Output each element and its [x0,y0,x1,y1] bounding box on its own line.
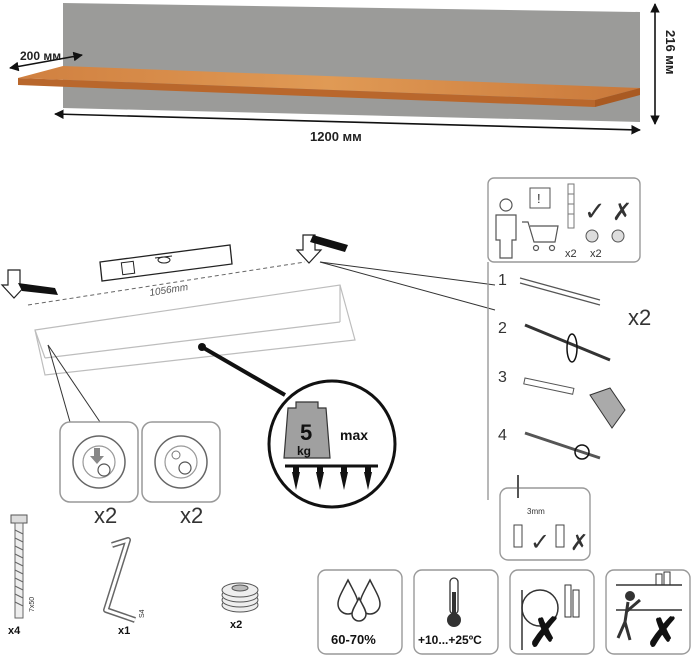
load-unit: kg [297,444,311,458]
humidity-range: 60-70% [331,632,376,647]
depth-label: 200 мм [20,49,61,63]
temperature-range: +10...+25ºC [418,633,482,647]
thermometer-icon [447,577,461,627]
kit-count-a: x2 [565,248,577,260]
key-code: S4 [139,609,146,618]
assembly-steps: 1 2 3 4 x2 [487,262,651,500]
hanger-callout-right: x2 [141,421,221,528]
hanger-count-left: x2 [94,503,117,528]
screw-head-icon [585,229,599,243]
spacing-label: 1056mm [149,282,189,299]
shelf-outline [34,284,356,376]
key-count: x1 [118,625,130,637]
cover-caps-icon [221,582,259,613]
height-label: 216 мм [663,30,678,75]
width-label: 1200 мм [310,129,362,144]
weight-icon [283,401,331,459]
humidity-icon [337,578,381,622]
cap-count: x2 [230,619,242,631]
dowel-icon [567,183,575,229]
shelf-board-front [18,78,595,107]
gap-wrong-icon: ✗ [570,530,588,555]
assembly-panel: ! ✓ ✗ x2 x2 [487,177,641,263]
no-heavy-items-icon: ✗ [521,584,580,655]
cross-icon: ✗ [612,199,632,226]
step-3-number: 3 [498,369,507,386]
kit-count-b: x2 [590,248,602,260]
load-arrows [292,466,372,490]
svg-text:✗: ✗ [528,611,562,655]
shelf-product-view [18,3,640,122]
load-value: 5 [300,420,312,445]
right-mount-arrow [295,234,348,264]
screw-count: x4 [8,625,21,637]
height-dimension: 216 мм [650,3,678,125]
condition-icons: 60-70% +10...+25ºC ✗ ✗ [317,569,691,655]
svg-text:!: ! [537,191,541,206]
shelf-board-top [18,66,640,100]
gap-detail: 3mm ✓ ✗ [499,475,591,561]
load-capacity-badge: 5 kg max [267,379,397,509]
screw-icon [10,514,28,619]
depth-dimension: 200 мм [9,49,83,72]
gap-ok-icon: ✓ [530,529,550,556]
cart-icon [522,221,559,252]
step-4-number: 4 [498,427,507,444]
screw-code: 7x50 [29,597,36,612]
allen-key-icon [103,537,136,623]
left-mount-arrow [0,269,58,299]
no-climbing-icon: ✗ [616,571,682,655]
hardware-list: 7x50 x4 S4 x1 x2 [8,514,259,637]
warning-icon [529,187,551,209]
check-icon: ✓ [584,196,606,226]
step-repeat-count: x2 [628,305,651,330]
spacing-line [27,261,306,306]
screw-head-icon [611,229,625,243]
step-1-number: 1 [498,272,507,289]
mounting-diagram: 1056mm [0,234,496,423]
hanger-callout-left: x2 [59,421,139,528]
width-dimension: 1200 мм [54,109,641,144]
gap-label: 3mm [527,507,545,516]
person-icon [495,198,517,259]
load-limit: max [340,427,368,443]
shelf-board-side [595,88,640,107]
spirit-level [99,244,233,282]
hammer-icon [589,387,626,429]
step-2-number: 2 [498,320,507,337]
svg-text:✗: ✗ [646,611,680,655]
hanger-count-right: x2 [180,503,203,528]
